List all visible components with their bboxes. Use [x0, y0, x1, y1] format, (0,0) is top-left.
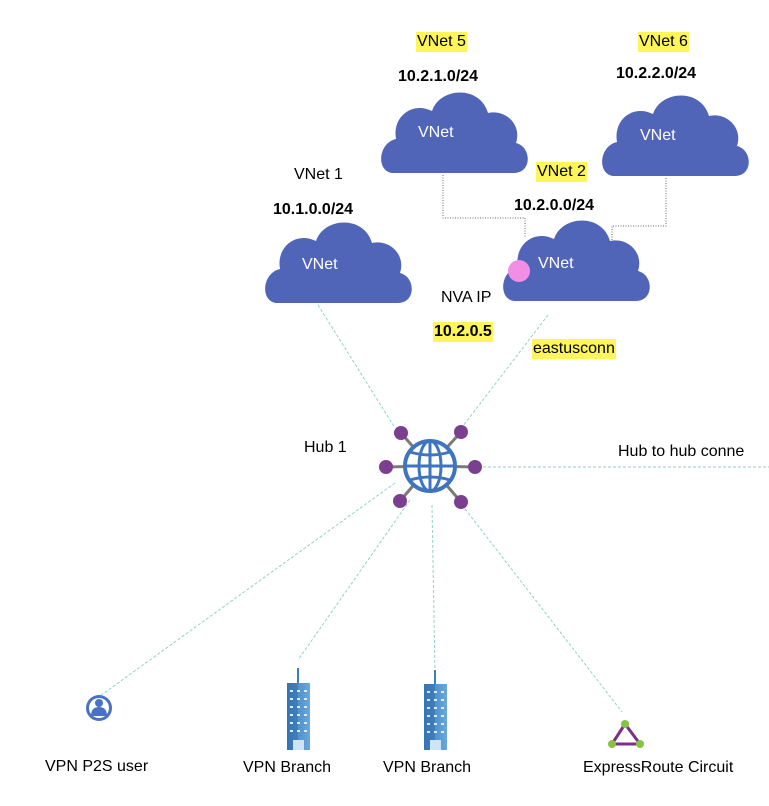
vnet5-cidr: 10.2.1.0/24 — [398, 68, 479, 85]
vnet5-to-vnet2-connector — [442, 175, 526, 238]
vnet2-cidr: 10.2.0.0/24 — [514, 197, 595, 214]
vnet2-connection-name: eastusconn — [532, 339, 616, 359]
vnet5-cloud-label: VNet — [418, 124, 454, 141]
hub-to-p2s-connector — [99, 482, 396, 697]
expressroute-label: ExpressRoute Circuit — [583, 759, 734, 776]
vnet6-cidr: 10.2.2.0/24 — [616, 65, 697, 82]
vnet5-name: VNet 5 — [416, 32, 467, 52]
vnet1-cidr: 10.1.0.0/24 — [273, 201, 354, 218]
nva-ip: 10.2.0.5 — [433, 322, 493, 342]
nva-dot-icon — [508, 260, 530, 282]
hub-to-branch1-connector — [297, 499, 411, 661]
hub-to-hub-label: Hub to hub conne — [618, 443, 745, 460]
expressroute-icon — [608, 720, 644, 748]
building2-icon — [424, 670, 447, 750]
hub-to-branch2-connector — [431, 504, 436, 673]
vnet2-cloud-icon — [503, 220, 650, 301]
vnet2-cloud-label: VNet — [538, 255, 574, 272]
vnet2-to-hub-connector — [459, 314, 549, 431]
vnet5-cloud-icon — [381, 92, 528, 173]
hub-to-expressroute-connector — [461, 504, 623, 713]
vnet1-to-hub-connector — [317, 304, 396, 429]
user-icon — [86, 695, 112, 721]
nva-label: NVA IP — [441, 289, 492, 306]
p2s-user-label: VPN P2S user — [45, 758, 149, 775]
globe-hub-icon — [379, 425, 482, 509]
branch1-label: VPN Branch — [243, 759, 332, 776]
hub-label: Hub 1 — [304, 439, 347, 456]
vnet1-name: VNet 1 — [294, 166, 343, 183]
vnet2-name: VNet 2 — [536, 162, 587, 182]
vnet1-cloud-label: VNet — [302, 256, 338, 273]
vnet6-cloud-label: VNet — [640, 127, 676, 144]
vnet1-cloud-icon — [265, 222, 412, 303]
branch2-label: VPN Branch — [383, 759, 472, 776]
building1-icon — [287, 668, 310, 750]
vnet6-name: VNet 6 — [638, 32, 689, 52]
